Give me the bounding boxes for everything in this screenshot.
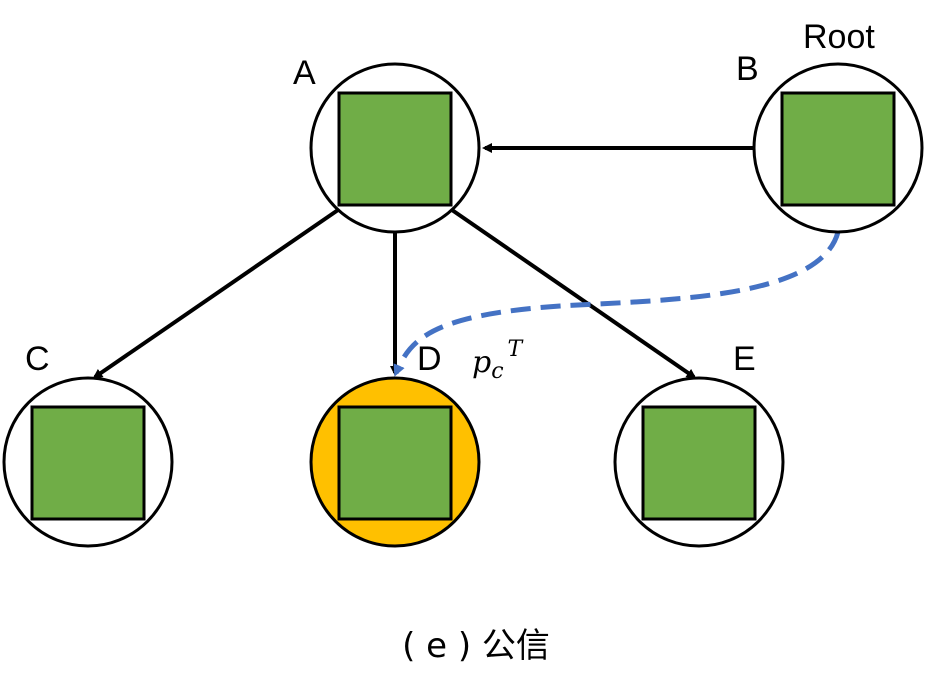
node-square bbox=[337, 405, 453, 521]
path-label-sup: T bbox=[508, 337, 525, 362]
node-square bbox=[780, 91, 896, 207]
edge-a-to-e bbox=[450, 208, 697, 379]
path-label: pcT bbox=[472, 337, 525, 384]
node-d bbox=[309, 376, 481, 548]
node-b bbox=[752, 62, 924, 234]
node-square bbox=[30, 405, 146, 521]
root-annotation: Root bbox=[803, 18, 875, 56]
path-label-sub: c bbox=[491, 359, 503, 384]
node-a-label: A bbox=[293, 54, 316, 92]
node-a bbox=[309, 62, 481, 234]
dashed-path-b-to-d bbox=[393, 231, 841, 377]
node-square bbox=[641, 405, 757, 521]
figure-caption: ( e ) 公信 bbox=[402, 626, 550, 666]
node-e bbox=[613, 376, 785, 548]
edge-a-to-c bbox=[92, 208, 340, 379]
node-square bbox=[337, 91, 453, 207]
node-c bbox=[2, 376, 174, 548]
node-e-label: E bbox=[733, 340, 756, 378]
node-c-label: C bbox=[25, 340, 50, 378]
node-b-label: B bbox=[736, 50, 759, 88]
path-label-base: p bbox=[472, 345, 491, 380]
node-d-label: D bbox=[417, 340, 442, 378]
